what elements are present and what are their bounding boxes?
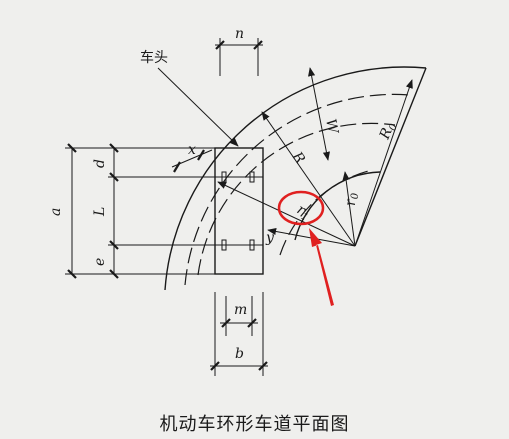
vehicle-outline [214, 147, 264, 275]
radius-W-outer [308, 67, 330, 161]
L-label: L [92, 207, 108, 217]
m-tick-left [221, 318, 231, 328]
lane-dashed-arc-2 [197, 122, 396, 276]
highlight-arrow [309, 228, 334, 306]
d-tick-bottom [109, 172, 119, 182]
sector-radial-edge [354, 67, 427, 247]
lane-dashed-arc-3 [279, 169, 373, 256]
head-pointer [157, 67, 239, 147]
lane-dashed-arc-1 [184, 93, 411, 286]
n-label: n [235, 26, 244, 42]
b-label: b [235, 346, 244, 362]
d-tick-top [109, 143, 119, 153]
d-label: d [92, 159, 108, 168]
b-tick-right [258, 361, 268, 371]
a-label: a [48, 208, 64, 216]
radius-R [261, 111, 356, 247]
r1-highlight-circle [277, 190, 325, 226]
n-tick-left [215, 40, 225, 50]
inner-arc [294, 171, 381, 241]
x-label: x [188, 142, 196, 158]
radius-r1 [217, 181, 356, 247]
m-label: m [234, 302, 247, 318]
m-tick-right [247, 318, 257, 328]
diagram-caption: 机动车环形车道平面图 [159, 414, 350, 435]
x-tick-a [173, 161, 181, 173]
e-label: e [92, 258, 108, 266]
outer-arc [164, 66, 427, 291]
n-tick-right [253, 40, 263, 50]
head-label: 车头 [140, 49, 168, 66]
r0-label: r0 [343, 192, 361, 206]
a-tick-top [67, 143, 77, 153]
e-tick-bottom [109, 269, 119, 279]
x-tick-b [197, 149, 205, 161]
a-tick-bottom [67, 269, 77, 279]
radius-R0 [354, 79, 413, 247]
e-tick-top [109, 240, 119, 250]
b-tick-left [210, 361, 220, 371]
R0-label: R0 [376, 119, 400, 143]
R-label: R [288, 148, 308, 167]
W-label: W [322, 118, 341, 137]
radius-r0 [342, 171, 356, 247]
y-label: y [265, 230, 275, 246]
